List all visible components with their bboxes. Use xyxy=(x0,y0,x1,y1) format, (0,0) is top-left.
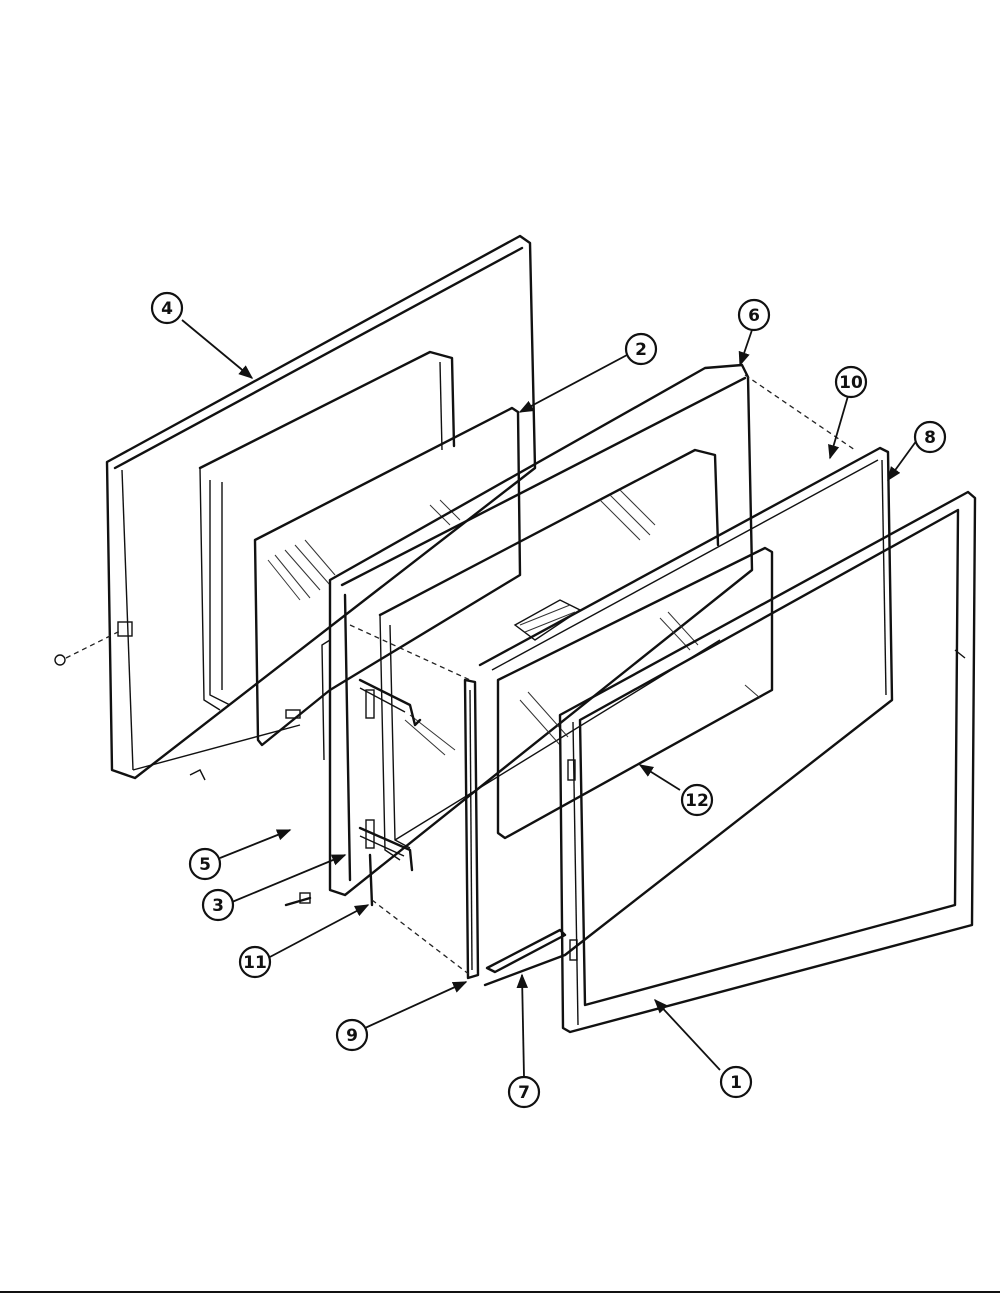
front-trim-frame xyxy=(558,490,977,1034)
outer-door-panel xyxy=(105,234,537,781)
svg-text:1: 1 xyxy=(730,1073,742,1093)
callout-12: 12 xyxy=(680,783,714,817)
svg-text:10: 10 xyxy=(839,373,863,393)
callout-6: 6 xyxy=(737,298,771,332)
svg-text:9: 9 xyxy=(346,1026,358,1046)
callout-4: 4 xyxy=(150,291,184,325)
callout-10: 10 xyxy=(834,365,868,399)
callout-11: 11 xyxy=(238,945,272,979)
callout-1: 1 xyxy=(719,1065,753,1099)
svg-text:8: 8 xyxy=(924,428,936,448)
hinge-upper xyxy=(358,678,422,727)
callout-9: 9 xyxy=(335,1018,369,1052)
callout-8: 8 xyxy=(913,420,947,454)
door-frame xyxy=(321,363,754,897)
svg-text:12: 12 xyxy=(685,791,709,811)
callout-3: 3 xyxy=(201,888,235,922)
side-channel xyxy=(463,678,480,980)
bottom-channel xyxy=(485,928,567,974)
insulation-pad xyxy=(513,599,582,641)
svg-text:6: 6 xyxy=(748,306,760,326)
screw-5 xyxy=(284,892,312,907)
svg-text:11: 11 xyxy=(243,953,267,973)
inner-glass-pane xyxy=(253,406,522,747)
callout-2: 2 xyxy=(624,332,658,366)
leader-lines xyxy=(181,319,918,1078)
rear-trim-frame xyxy=(349,374,894,987)
callout-5: 5 xyxy=(188,847,222,881)
window-glass xyxy=(496,546,774,840)
svg-text:2: 2 xyxy=(635,340,647,360)
svg-text:3: 3 xyxy=(212,896,224,916)
svg-text:4: 4 xyxy=(161,299,173,319)
callout-7: 7 xyxy=(507,1075,541,1109)
screw-left xyxy=(54,629,123,666)
svg-text:5: 5 xyxy=(199,855,211,875)
svg-text:7: 7 xyxy=(518,1083,530,1103)
hinge-lower xyxy=(358,826,414,907)
